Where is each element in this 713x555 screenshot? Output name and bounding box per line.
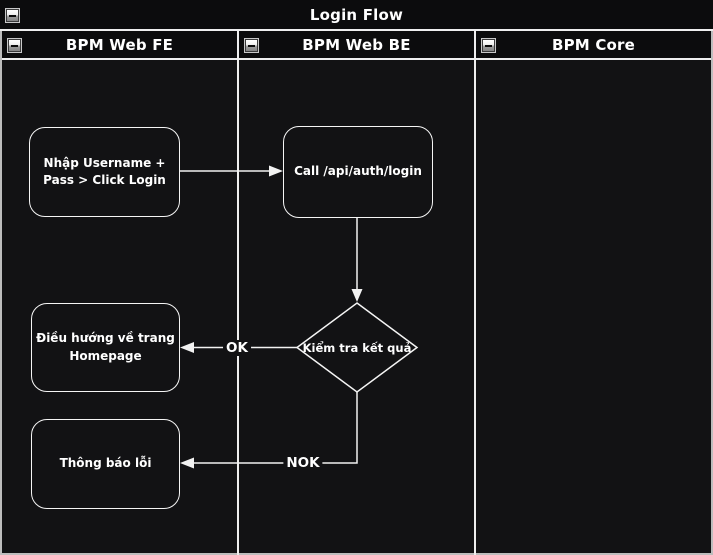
lane-title-bpm-web-fe: BPM Web FE [65,35,174,54]
lane-separator-2 [474,31,476,555]
lane-header-bpm-web-fe[interactable]: BPM Web FE [2,31,237,60]
collapse-lane-be-minus-icon[interactable] [245,39,258,52]
lane-header-bpm-web-be[interactable]: BPM Web BE [239,31,474,60]
node-show-error[interactable]: Thông báo lỗi [31,419,180,509]
edge-credentials-to-api[interactable] [180,165,283,177]
edge-check-nok-to-error[interactable] [180,392,358,469]
node-check-result-diamond[interactable] [295,302,419,393]
edge-api-to-check[interactable] [351,218,363,302]
arrowhead-left-icon [180,457,194,469]
node-label: Điều hướng về trang Homepage [36,331,175,363]
lane-title-bpm-web-be: BPM Web BE [302,35,411,54]
edge-line[interactable] [193,392,358,464]
node-check-result-label: Kiểm tra kết quả [302,341,412,355]
node-label: Thông báo lỗi [59,456,152,471]
edge-label-nok[interactable]: NOK [283,455,323,471]
node-enter-credentials[interactable]: Nhập Username + Pass > Click Login [29,127,180,217]
arrowhead-right-icon [269,165,283,177]
arrowhead-down-icon [351,289,363,302]
lane-header-bpm-core[interactable]: BPM Core [476,31,711,60]
collapse-lane-fe-minus-icon[interactable] [8,39,21,52]
node-label: Call /api/auth/login [294,164,422,179]
lane-title-bpm-core: BPM Core [551,35,636,54]
lane-separator-1 [237,31,239,555]
node-redirect-homepage[interactable]: Điều hướng về trang Homepage [31,303,180,392]
collapse-lane-core-minus-icon[interactable] [482,39,495,52]
node-label: Nhập Username + Pass > Click Login [43,155,166,187]
collapse-pool-minus-icon[interactable] [6,9,19,22]
pool-title: Login Flow [309,5,404,24]
edge-label-ok[interactable]: OK [223,340,251,356]
pool-header[interactable]: Login Flow [0,0,713,31]
arrowhead-left-icon [180,342,194,353]
node-call-login-api[interactable]: Call /api/auth/login [283,126,433,218]
